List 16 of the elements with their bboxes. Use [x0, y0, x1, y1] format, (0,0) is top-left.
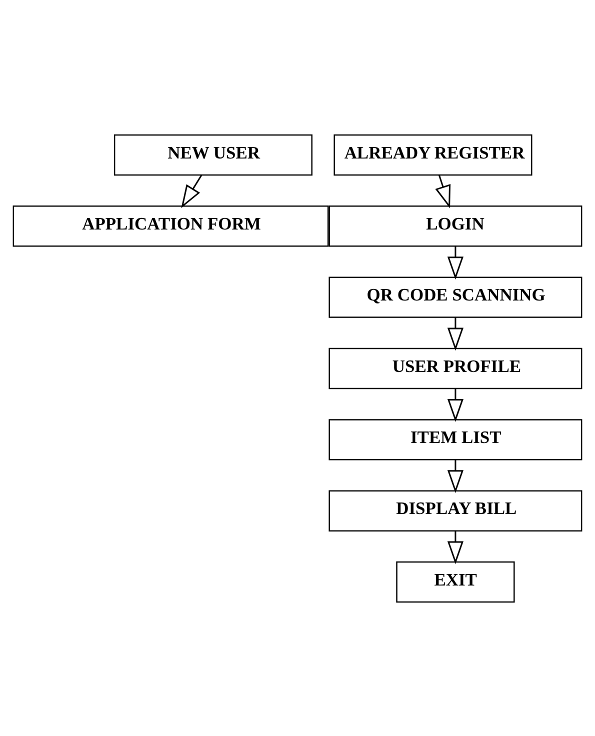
- arrow: [447, 388, 464, 422]
- node-box: USER PROFILE: [328, 347, 582, 389]
- arrow: [447, 316, 464, 350]
- arrow: [181, 174, 202, 208]
- node-box: APPLICATION FORM: [12, 205, 329, 246]
- node-box: ALREADY REGISTER: [334, 134, 532, 176]
- node-box: EXIT: [396, 560, 515, 602]
- node-box: DISPLAY BILL: [328, 490, 582, 531]
- node-box: QR CODE SCANNING: [328, 276, 582, 318]
- node-box: ITEM LIST: [328, 418, 582, 460]
- arrow: [447, 459, 464, 493]
- node-box: LOGIN: [328, 205, 582, 246]
- arrow: [435, 174, 451, 208]
- node-box: NEW USER: [114, 134, 312, 176]
- arrow: [447, 246, 464, 280]
- arrow: [447, 530, 464, 564]
